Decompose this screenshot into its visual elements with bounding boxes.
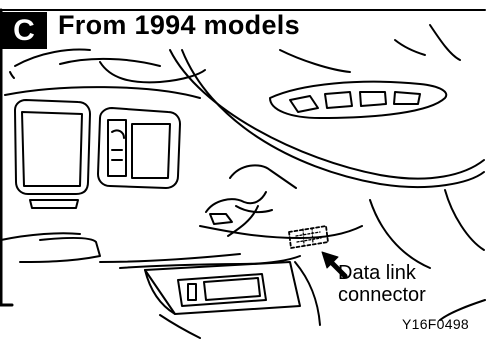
center-vent (97, 107, 181, 189)
steering-wheel (169, 24, 486, 321)
figure-code: Y16F0498 (402, 316, 470, 332)
callout-line-1: Data link (338, 262, 416, 284)
connector-callout: Data link connector (338, 262, 426, 306)
data-link-connector (288, 225, 329, 249)
lower-dash (0, 225, 363, 269)
callout-line-2: connector (338, 284, 426, 306)
dashboard-top (4, 48, 206, 99)
frame (0, 8, 486, 307)
pointer-arrow (321, 251, 348, 279)
figure-title: From 1994 models (58, 10, 300, 40)
column-shroud (205, 164, 297, 237)
figure-label-badge: C (1, 12, 47, 49)
center-console (144, 261, 321, 339)
left-vent (14, 99, 91, 209)
